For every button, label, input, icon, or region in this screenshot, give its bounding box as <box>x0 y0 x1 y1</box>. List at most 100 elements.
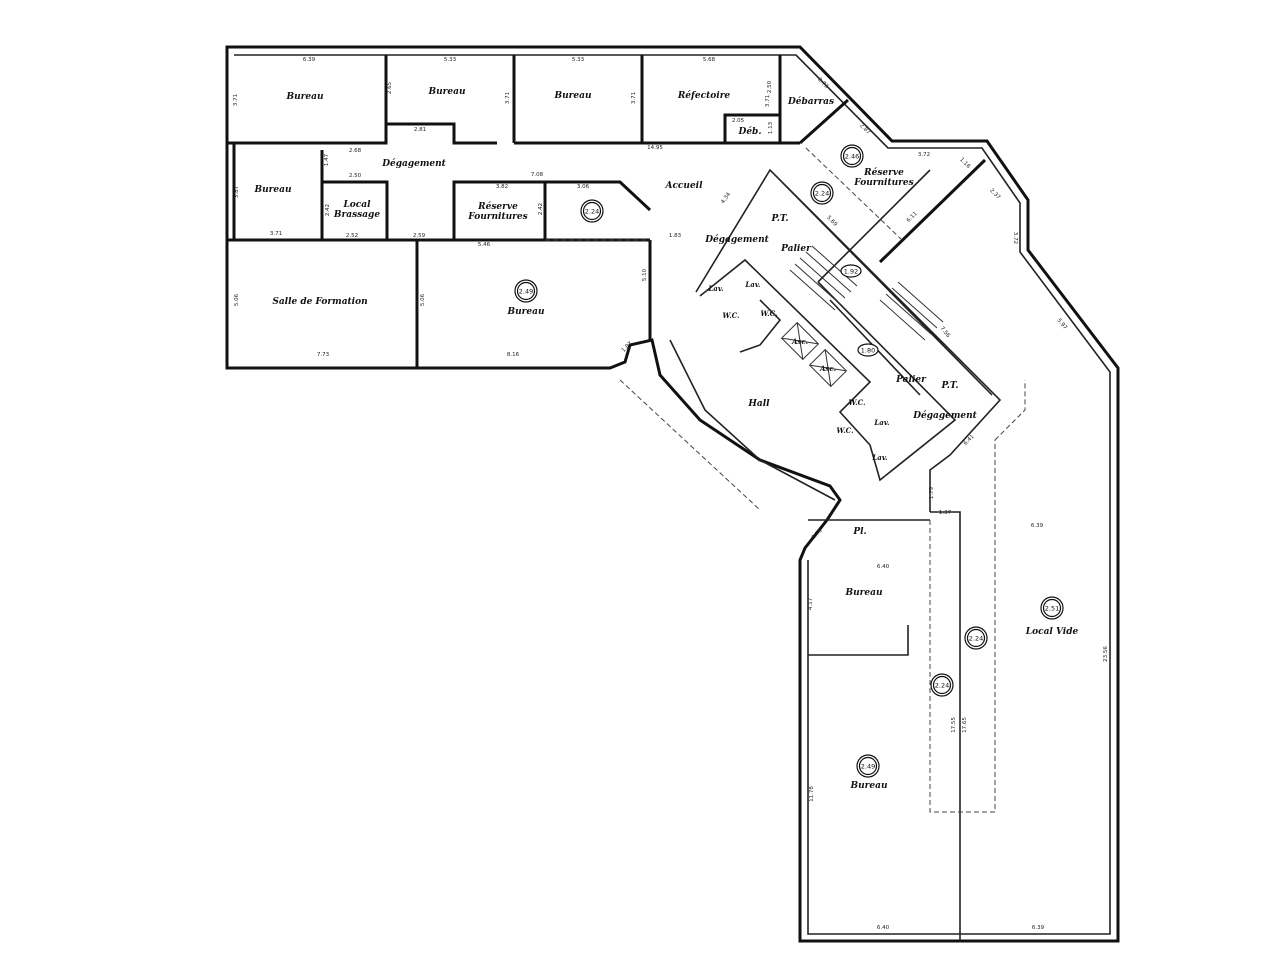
dimension-label: 2.37 <box>988 188 1001 201</box>
core-walls <box>695 168 1002 941</box>
room-label: Fournitures <box>853 178 913 188</box>
dimension-label: 8.16 <box>507 352 520 358</box>
room-label: Lav. <box>744 280 760 289</box>
dimension-label: 2.05 <box>732 118 745 124</box>
dimension-label: 6.40 <box>877 564 890 570</box>
dimension-label: 4.17 <box>808 597 814 610</box>
room-label: Hall <box>747 399 770 409</box>
dimension-label: 17.65 <box>962 717 968 733</box>
interior-walls <box>227 55 987 368</box>
dimension-label: 2.87 <box>858 123 871 136</box>
room-label: Bureau <box>286 92 324 102</box>
room-label: Déb. <box>738 126 762 137</box>
ceiling-height-marker: 2.46 <box>840 144 864 168</box>
elevator-shafts <box>780 321 848 388</box>
dimension-label: 1.13 <box>768 121 774 134</box>
dimension-label: 2.59 <box>413 233 426 239</box>
dimension-label: 1.37 <box>939 510 952 516</box>
dimension-label: 3.82 <box>496 184 508 190</box>
dimension-label: 5.06 <box>234 293 240 306</box>
ceiling-height-marker: 2.24 <box>810 181 834 205</box>
room-label: Débarras <box>787 96 834 107</box>
stairs <box>789 245 944 341</box>
room-label: Salle de Formation <box>272 297 367 307</box>
dimension-label: 1.16 <box>958 157 971 170</box>
dimension-label: 3.71 <box>505 92 511 104</box>
dimension-label: 5.68 <box>703 57 716 63</box>
dimension-label: 23.56 <box>1103 646 1109 662</box>
room-label: Bureau <box>554 91 592 101</box>
ceiling-height-value: 1.80 <box>861 347 875 355</box>
ceiling-height-marker: 1.92 <box>840 264 862 278</box>
dimension-label: 2.52 <box>346 233 358 239</box>
room-label: W.C. <box>760 309 777 318</box>
dimension-label: 4.34 <box>720 191 732 205</box>
room-label: Local <box>342 200 371 210</box>
dimension-label: 2.42 <box>325 204 331 216</box>
room-label: Dégagement <box>912 410 977 421</box>
ceiling-height-value: 2.51 <box>1045 605 1059 613</box>
dimension-label: 3.71 <box>270 231 282 237</box>
room-label: Pl. <box>852 527 866 537</box>
room-label: Dégagement <box>381 158 446 169</box>
ceiling-height-value: 2.24 <box>585 208 599 216</box>
ceiling-height-value: 2.49 <box>861 763 875 771</box>
room-labels: Bureau Bureau Bureau Réfectoire Débarras… <box>254 87 1079 791</box>
ceiling-height-marker: 2.49 <box>514 279 538 303</box>
room-label: P.T. <box>770 214 788 224</box>
room-label: Asc. <box>791 337 808 346</box>
dimension-label: 2.65 <box>387 81 393 94</box>
dimension-label: 6.40 <box>877 925 890 931</box>
ceiling-height-marker: 1.80 <box>857 343 879 357</box>
dimension-label: 5.69 <box>825 215 838 228</box>
dimension-label: 7.08 <box>531 172 544 178</box>
dimension-label: 2.50 <box>767 80 773 93</box>
ceiling-height-marker: 2.24 <box>580 199 604 223</box>
ceiling-height-value: 1.92 <box>844 268 858 276</box>
dimension-label: 1.47 <box>324 153 330 166</box>
dimension-label: 5.33 <box>572 57 585 63</box>
room-label: W.C. <box>836 426 853 435</box>
room-label: Accueil <box>664 181 703 191</box>
dimension-label: 5.46 <box>478 242 491 248</box>
dimension-label: 5.10 <box>642 268 648 281</box>
dimension-label: 3.71 <box>765 95 771 107</box>
dimension-label: 6.41 <box>963 434 976 447</box>
dimension-label: 6.39 <box>303 57 316 63</box>
room-label: Palier <box>780 244 812 254</box>
ceiling-height-value: 2.24 <box>935 682 949 690</box>
dimension-label: 14.95 <box>647 145 663 151</box>
room-label: Bureau <box>428 87 466 97</box>
room-label: P.T. <box>940 381 958 391</box>
room-label: Local Vide <box>1025 627 1079 637</box>
ceiling-height-value: 2.24 <box>969 635 983 643</box>
room-label: Lav. <box>707 284 723 293</box>
dashed-lines <box>545 147 1026 813</box>
room-label: Bureau <box>254 185 292 195</box>
dimension-label: 17.55 <box>951 717 957 733</box>
dimension-label: 5.97 <box>1056 318 1069 332</box>
dimension-label: 2.68 <box>349 148 362 154</box>
dimension-label: 1.75 <box>811 527 824 540</box>
hall-curved-wall <box>669 339 836 501</box>
ceiling-height-marker: 2.24 <box>964 626 988 650</box>
dimension-label: 2.81 <box>414 127 426 133</box>
room-label: W.C. <box>848 398 865 407</box>
dimension-label: 3.87 <box>234 185 240 198</box>
room-label: Fournitures <box>467 212 527 222</box>
room-label: Réfectoire <box>677 90 731 101</box>
dimension-label: 11.78 <box>809 786 815 802</box>
dimension-label: 3.72 <box>1012 232 1018 244</box>
room-label: Réserve <box>863 167 904 178</box>
room-label: Brassage <box>333 210 380 220</box>
ceiling-height-marker: 2.51 <box>1040 596 1064 620</box>
room-label: Réserve <box>477 201 518 212</box>
dimension-label: 1.83 <box>669 233 682 239</box>
dimension-label: 3.71 <box>233 94 239 106</box>
dimension-label: 6.11 <box>906 211 919 224</box>
ceiling-height-marker: 2.49 <box>856 754 880 778</box>
room-label: Lav. <box>871 453 887 462</box>
dimension-label: 3.71 <box>631 92 637 104</box>
dimension-label: 2.73 <box>816 77 829 90</box>
